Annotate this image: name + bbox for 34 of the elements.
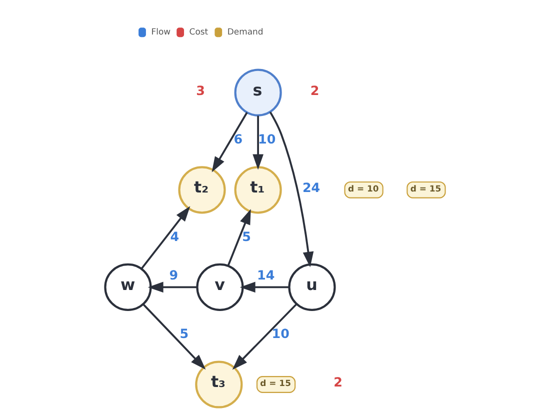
edge-label: 5 xyxy=(180,326,189,342)
edge-label: 10 xyxy=(258,131,276,146)
edge-label: 5 xyxy=(242,228,252,244)
arrow xyxy=(212,112,248,172)
node-circle: t₃ xyxy=(195,360,243,408)
edge-label: 4 xyxy=(170,228,180,244)
node-circle: u xyxy=(288,263,336,311)
label: 2 xyxy=(334,374,342,390)
label: d = 15 xyxy=(410,183,442,194)
edge-label: 14 xyxy=(256,267,275,282)
label: 3 xyxy=(196,82,206,98)
node-circle: v xyxy=(196,263,244,311)
edge-label: 9 xyxy=(169,267,178,282)
legend-label: Demand xyxy=(227,26,264,36)
legend-label: Flow xyxy=(151,26,171,36)
node-circle: t₁ xyxy=(234,166,282,214)
arrow xyxy=(232,303,298,370)
legend-label: Cost xyxy=(189,26,208,36)
node-circle: t₂ xyxy=(178,166,226,214)
label: 2 xyxy=(310,82,320,98)
edge-label: 24 xyxy=(302,180,320,196)
arrow xyxy=(148,282,198,293)
edge-label: 10 xyxy=(272,326,290,342)
arrow xyxy=(142,304,206,370)
label: d = 15 xyxy=(260,378,291,388)
node-circle: w xyxy=(104,263,152,311)
node-circle: s xyxy=(234,68,282,116)
arrow xyxy=(227,208,251,266)
arrow xyxy=(269,112,314,268)
arrow xyxy=(252,116,264,170)
label: d = 10 xyxy=(348,183,379,194)
arrow xyxy=(140,206,190,270)
edge-label: 6 xyxy=(234,131,243,146)
arrow xyxy=(240,282,290,293)
